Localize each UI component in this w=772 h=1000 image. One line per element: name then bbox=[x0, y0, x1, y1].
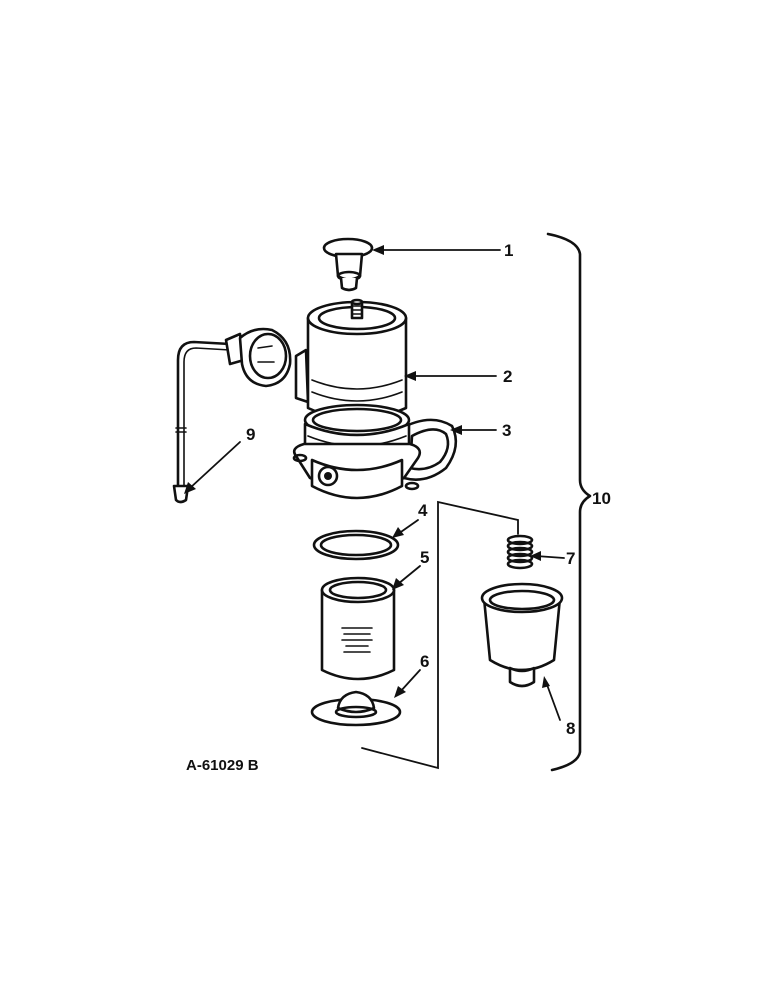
part-6-seal bbox=[310, 690, 402, 727]
leader-lines bbox=[184, 245, 565, 721]
part-5-filter-element bbox=[320, 576, 396, 681]
group-connector-line bbox=[361, 500, 519, 770]
callout-5: 5 bbox=[420, 548, 429, 567]
part-9-primer-line bbox=[172, 327, 292, 504]
drawing-code: A-61029 B bbox=[186, 757, 259, 774]
callout-1: 1 bbox=[504, 241, 513, 260]
callout-7: 7 bbox=[566, 549, 575, 568]
callout-3: 3 bbox=[502, 421, 511, 440]
filter-base-flange bbox=[292, 403, 422, 500]
part-7-spring bbox=[506, 534, 534, 570]
part-8-bowl bbox=[480, 582, 564, 688]
assembly-bracket bbox=[546, 232, 592, 772]
callout-10: 10 bbox=[592, 489, 611, 508]
callout-8: 8 bbox=[566, 719, 575, 738]
callout-2: 2 bbox=[503, 367, 512, 386]
callout-4: 4 bbox=[418, 501, 428, 520]
part-4-o-ring bbox=[312, 529, 400, 561]
callout-6: 6 bbox=[420, 652, 429, 671]
part-2-filter-head bbox=[294, 298, 408, 421]
callout-9: 9 bbox=[246, 425, 255, 444]
part-1-cap bbox=[322, 237, 374, 292]
